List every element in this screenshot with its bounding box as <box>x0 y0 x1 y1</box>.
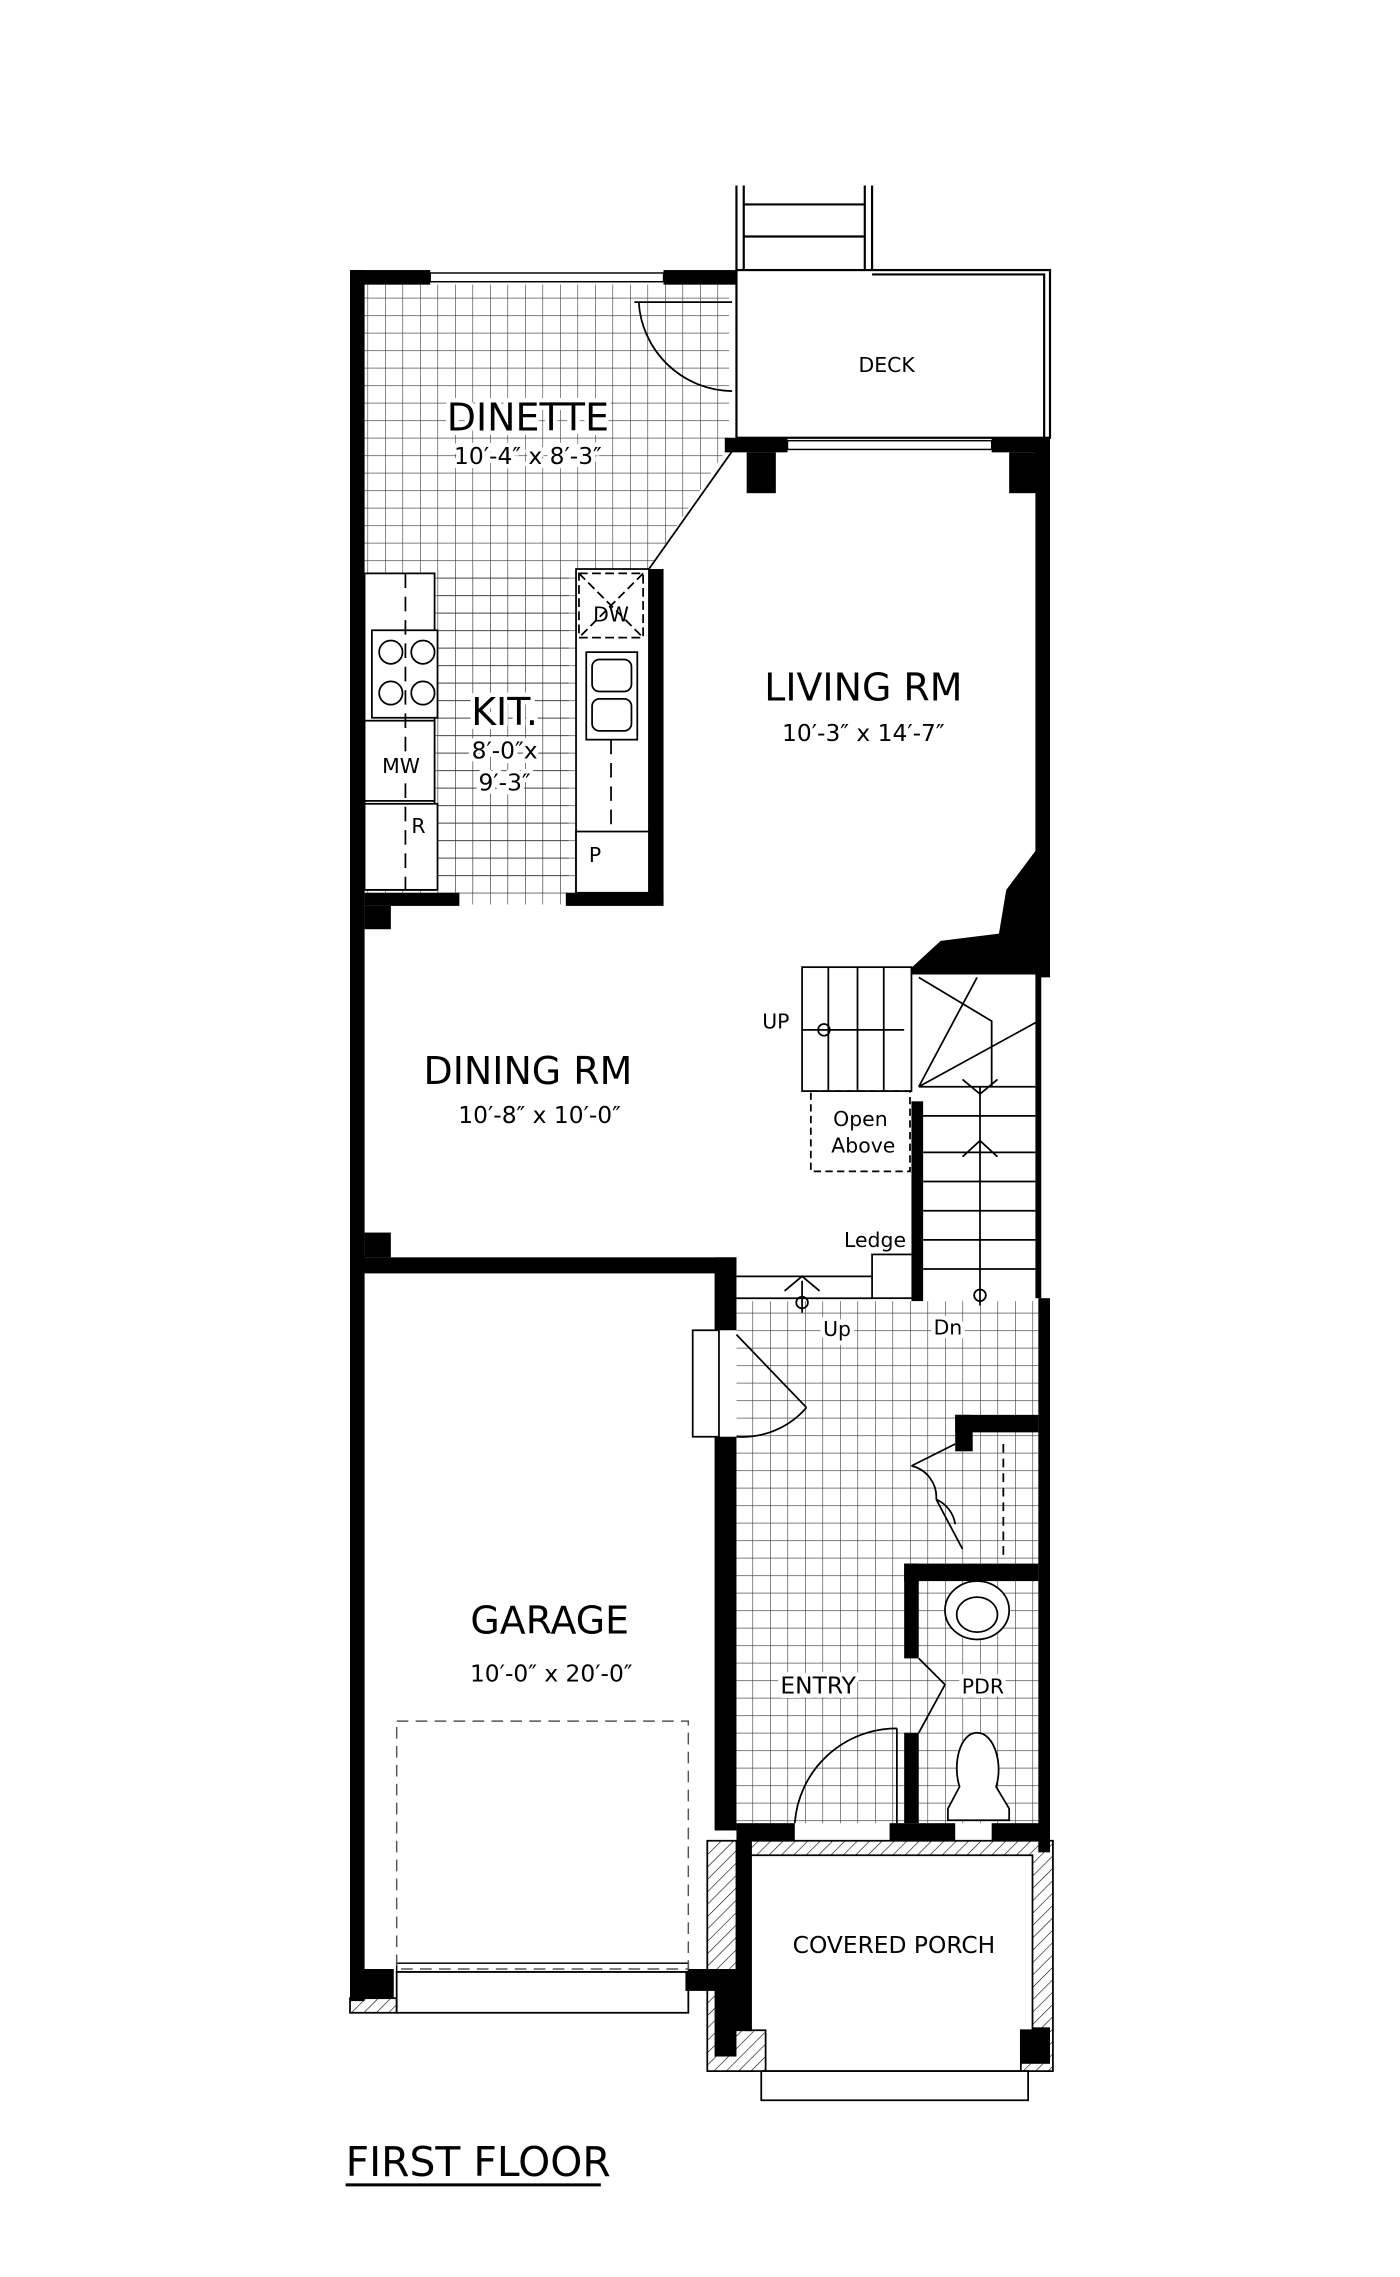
room-label-porch: COVERED PORCH <box>793 1931 996 1959</box>
walls <box>350 270 1050 2064</box>
open-above-label-2: Above <box>831 1133 895 1157</box>
room-label-kitchen: KIT. <box>471 690 538 734</box>
toilet <box>947 1731 1011 1822</box>
stair-down-label: Dn <box>934 1316 963 1340</box>
room-label-living: LIVING RM <box>764 665 962 709</box>
room-label-deck: DECK <box>859 353 916 377</box>
doors <box>634 301 1005 1824</box>
room-size-kitchen-line1: 8′-0″x <box>472 737 538 765</box>
open-above-label-1: Open <box>833 1107 888 1131</box>
room-label-dining: DINING RM <box>424 1049 633 1093</box>
room-size-dinette: 10′-4″ x 8′-3″ <box>454 442 602 470</box>
refrigerator <box>363 802 439 891</box>
powder-fixtures <box>944 1580 1011 1822</box>
porch <box>349 1839 1054 2102</box>
ledge-label: Ledge <box>844 1228 906 1252</box>
stairs <box>736 966 1039 1313</box>
room-label-powder: PDR <box>962 1674 1004 1698</box>
tiled-floor-areas <box>364 284 1039 1824</box>
pantry <box>575 830 650 894</box>
room-size-garage: 10′-0″ x 20′-0″ <box>470 1660 633 1688</box>
room-label-dinette: DINETTE <box>447 395 609 439</box>
fixture-label-refrigerator: R <box>411 814 425 838</box>
room-size-dining: 10′-8″ x 10′-0″ <box>458 1101 621 1129</box>
room-size-living: 10′-3″ x 14′-7″ <box>782 719 945 747</box>
room-size-kitchen-line2: 9′-3″ <box>479 769 531 797</box>
fixture-label-pantry: P <box>589 843 601 867</box>
garage-door-outline <box>395 1720 690 1970</box>
plan-title: FIRST FLOOR <box>346 2138 611 2186</box>
stair-up-label: UP <box>762 1009 789 1033</box>
stair-up-lower-label: Up <box>823 1317 851 1341</box>
room-label-entry: ENTRY <box>780 1671 856 1699</box>
room-label-garage: GARAGE <box>470 1599 629 1643</box>
fixture-label-microwave: MW <box>382 754 420 778</box>
fixture-label-dishwasher: DW <box>593 603 629 627</box>
kitchen-fixtures <box>363 568 650 894</box>
microwave <box>363 719 436 802</box>
deck <box>735 185 1052 439</box>
